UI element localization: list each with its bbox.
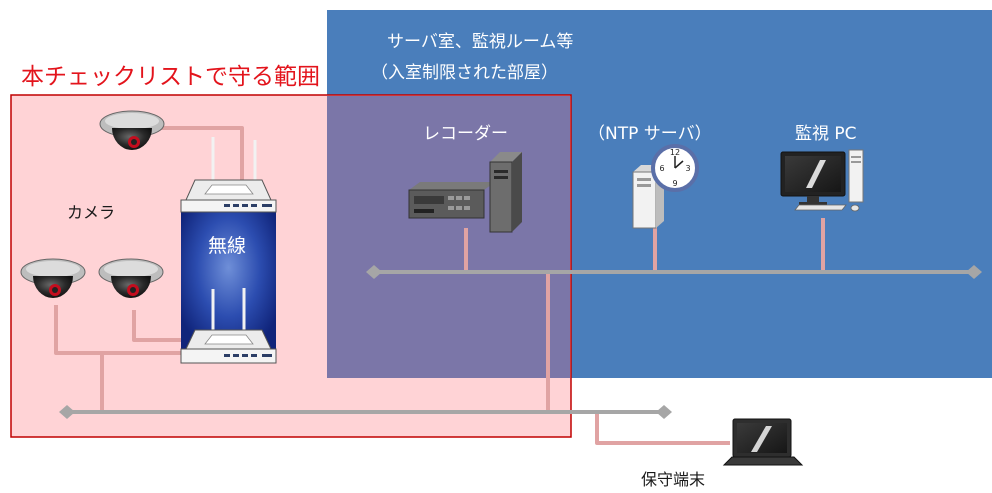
svg-text:12: 12 <box>670 148 680 157</box>
upper-bus <box>366 265 982 279</box>
dome-camera-icon <box>98 258 164 298</box>
svg-text:6: 6 <box>659 164 664 173</box>
svg-text:3: 3 <box>685 164 690 173</box>
wireless-panel <box>181 200 276 350</box>
wireless-router-icon <box>180 288 277 364</box>
monitor-pc-label: 監視 PC <box>795 124 857 144</box>
svg-text:9: 9 <box>672 179 677 188</box>
laptop-icon <box>722 418 804 466</box>
dome-camera-icon <box>99 110 165 150</box>
cables <box>54 126 825 445</box>
desktop-pc-icon <box>780 149 864 212</box>
recorder-label: レコーダー <box>423 124 508 144</box>
wireless-label: 無線 <box>208 235 247 257</box>
maintenance-terminal-label: 保守端末 <box>641 470 706 489</box>
dome-camera-icon <box>20 258 86 298</box>
ntp-server-label: （NTP サーバ） <box>588 124 712 144</box>
server-room-title: サーバ室、監視ルーム等 <box>387 32 574 52</box>
scope-server-overlap <box>327 96 570 378</box>
lower-bus <box>59 405 672 419</box>
recorder-icon <box>408 152 522 233</box>
camera-label: カメラ <box>67 203 116 222</box>
wall-clock-icon: 12 3 9 6 <box>651 144 699 192</box>
scope-title: 本チェックリストで守る範囲 <box>21 64 320 90</box>
wireless-router-icon <box>180 137 277 213</box>
server-room-subtitle: （入室制限された部屋） <box>371 63 558 83</box>
